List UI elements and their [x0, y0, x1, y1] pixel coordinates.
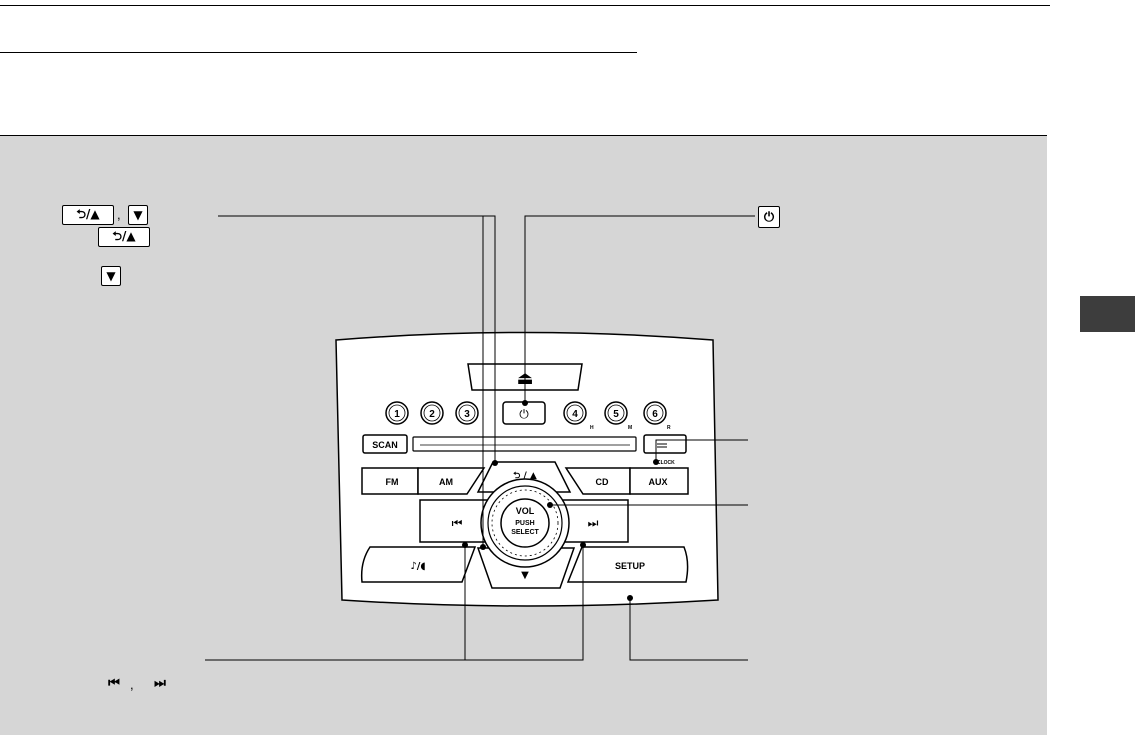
key-separator: , [117, 207, 121, 222]
clock-label: CLOCK [657, 460, 675, 466]
preset-1-label: 1 [394, 409, 400, 420]
aux-button[interactable]: AUX [629, 467, 689, 495]
sound-label: ♪/◖ [410, 561, 425, 572]
skip-back-button[interactable]: ⏮ [419, 499, 492, 543]
preset-6-button[interactable]: 6 [643, 401, 667, 425]
down-label: ▼ [521, 570, 529, 581]
skip-fwd-button[interactable]: ⏭ [558, 499, 629, 543]
fm-button[interactable]: FM [361, 467, 419, 495]
knob-push-label: PUSH [515, 520, 534, 527]
scan-button[interactable]: SCAN [362, 434, 408, 454]
preset-6-label: 6 [652, 409, 658, 420]
cd-slot [412, 436, 637, 452]
back-up-key-icon-2: ⮌/▲ [98, 227, 150, 247]
am-button[interactable]: AM [417, 467, 486, 495]
preset-2-button[interactable]: 2 [420, 401, 444, 425]
setup-button[interactable]: SETUP [566, 546, 689, 583]
preset-3-button[interactable]: 3 [455, 401, 479, 425]
clock-minute-mark: M [628, 425, 632, 431]
down-key-icon-2: ▼ [101, 266, 121, 286]
heading-rule [0, 52, 637, 53]
back-up-label: ⮌ / ▲ [513, 471, 537, 481]
clock-button[interactable] [643, 434, 687, 454]
knob-select-label: SELECT [511, 529, 539, 536]
section-tab [1080, 296, 1135, 332]
scan-label: SCAN [372, 440, 398, 450]
preset-4-button[interactable]: 4 [563, 401, 587, 425]
cd-label: CD [596, 477, 609, 487]
preset-2-label: 2 [429, 409, 435, 420]
preset-5-label: 5 [613, 409, 619, 420]
clock-reset-mark: R [667, 425, 671, 431]
sound-button[interactable]: ♪/◖ [360, 546, 477, 583]
skip-fwd-key-icon: ⏭ [154, 675, 166, 691]
knob-vol-label: VOL [516, 506, 535, 516]
vol-select-knob[interactable]: VOL PUSH SELECT [480, 478, 570, 568]
setup-label: SETUP [615, 561, 645, 571]
skip-back-icon: ⏮ [452, 516, 463, 530]
preset-4-label: 4 [572, 409, 578, 420]
top-rule [0, 5, 1050, 6]
key-separator-2: , [130, 677, 134, 692]
callout-dots [462, 400, 659, 601]
down-key-icon: ▼ [128, 205, 148, 225]
preset-1-button[interactable]: 1 [385, 401, 409, 425]
back-up-key-icon: ⮌/▲ [62, 205, 114, 225]
aux-label: AUX [648, 477, 667, 487]
power-icon: ⏻ [519, 407, 529, 421]
skip-back-key-icon: ⏮ [108, 675, 120, 691]
callout-lines [205, 215, 755, 661]
am-label: AM [439, 477, 453, 487]
clock-hour-mark: H [590, 425, 594, 431]
power-key-icon: ⏻ [758, 206, 780, 228]
power-button[interactable]: ⏻ [502, 401, 546, 425]
preset-3-label: 3 [464, 409, 470, 420]
preset-5-button[interactable]: 5 [604, 401, 628, 425]
skip-fwd-icon: ⏭ [588, 516, 599, 530]
fm-label: FM [386, 477, 399, 487]
